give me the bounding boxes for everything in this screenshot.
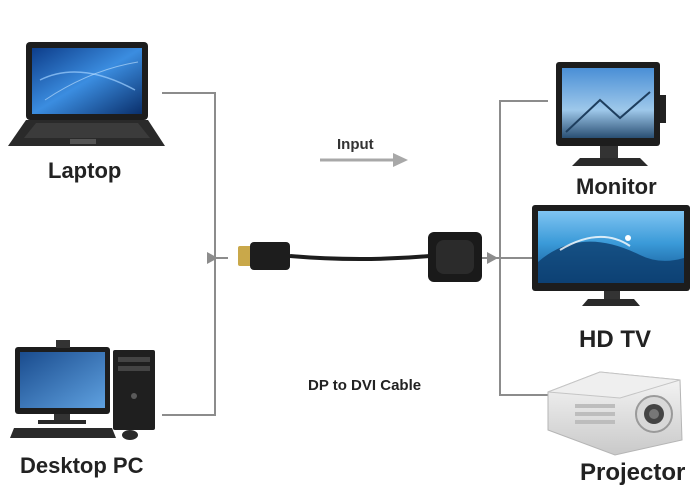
hdtv-icon (532, 205, 690, 306)
monitor-label: Monitor (576, 174, 657, 199)
monitor-icon (556, 62, 666, 166)
desktop-pc-label: Desktop PC (20, 453, 144, 478)
dp-to-dvi-cable-icon (238, 232, 482, 282)
projector-icon (547, 371, 683, 456)
input-direction-label: Input (337, 136, 374, 153)
hdtv-label: HD TV (579, 326, 651, 353)
cable-name-label: DP to DVI Cable (308, 377, 422, 394)
source-connector-lines (162, 92, 228, 416)
laptop-label: Laptop (48, 158, 122, 183)
laptop-icon (8, 42, 165, 146)
projector-label: Projector (580, 459, 686, 486)
desktop-pc-icon (10, 340, 155, 440)
input-direction-arrow-icon (320, 153, 408, 167)
source-arrow-icon (207, 252, 218, 264)
output-arrow-icon (487, 252, 498, 264)
